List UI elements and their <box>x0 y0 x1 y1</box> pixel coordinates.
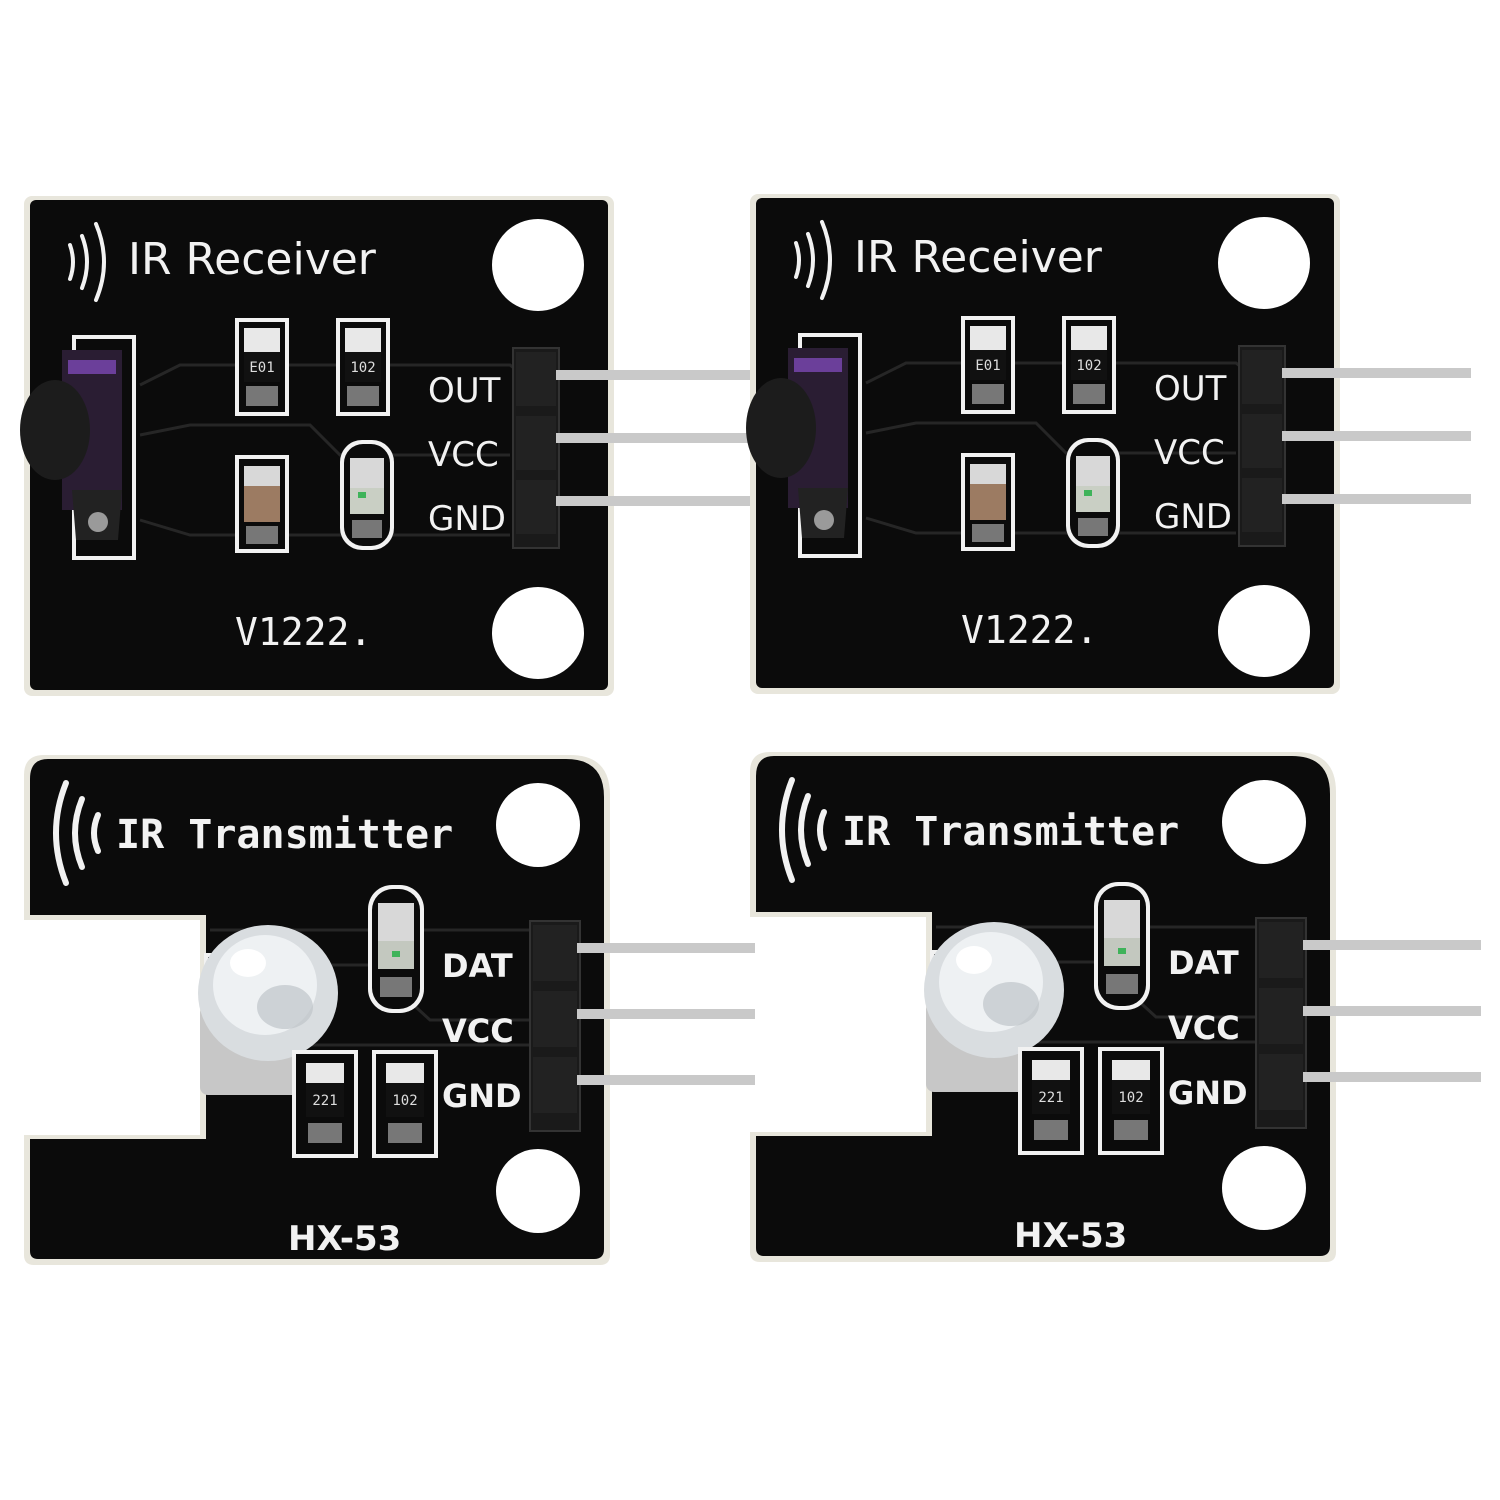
pin-header <box>512 347 755 549</box>
ir-receiver-board-1: IR Receiver <box>20 196 755 696</box>
smd-led <box>1094 882 1150 1010</box>
pin-label: VCC <box>442 1012 514 1050</box>
resistor-code: 221 <box>312 1093 337 1109</box>
pin-label: GND <box>1154 497 1232 537</box>
ir-led <box>924 922 1064 1092</box>
pin-label: OUT <box>428 371 501 411</box>
resistor-code: 102 <box>1118 1090 1143 1106</box>
smd-resistor-1: 221 <box>1018 1047 1084 1155</box>
resistor-code: 221 <box>1038 1090 1063 1106</box>
module-title: IR Transmitter <box>842 809 1179 855</box>
ir-receiver-sensor <box>746 333 862 558</box>
smd-resistor-1: 221 <box>292 1050 358 1158</box>
pin-header <box>1238 345 1471 547</box>
signal-waves-icon <box>53 780 101 886</box>
smd-led <box>368 885 424 1013</box>
mounting-hole <box>496 1149 580 1233</box>
resistor-code: 102 <box>1076 358 1101 374</box>
pin-header <box>529 920 755 1132</box>
mounting-hole <box>492 587 584 679</box>
resistor-code: 102 <box>392 1093 417 1109</box>
signal-waves-icon <box>794 220 832 300</box>
pin-label: GND <box>428 499 506 539</box>
board-version: V1222. <box>961 608 1098 652</box>
mounting-hole <box>496 783 580 867</box>
board <box>30 200 608 690</box>
ir-transmitter-board-1: IR Transmitter <box>24 755 755 1265</box>
mounting-hole <box>1222 780 1306 864</box>
smd-capacitor <box>961 453 1015 551</box>
pin-label: VCC <box>1154 433 1225 473</box>
module-title: IR Transmitter <box>116 812 453 858</box>
smd-led <box>340 440 394 550</box>
pin-header <box>1255 917 1481 1129</box>
ir-receiver-board-2: IR Receiver E01 <box>746 194 1471 694</box>
ir-transmitter-board-2: IR Transmitter <box>750 752 1481 1262</box>
resistor-code: E01 <box>249 360 274 376</box>
smd-resistor-2: 102 <box>336 318 390 416</box>
board <box>756 198 1334 688</box>
pin-label: DAT <box>1168 944 1239 982</box>
board-version: HX-53 <box>1014 1216 1127 1256</box>
board-version: HX-53 <box>288 1219 401 1259</box>
ir-transmitter-module-2: IR Transmitter <box>736 742 1496 1302</box>
ir-receiver-module-1: IR Receiver <box>10 190 770 750</box>
smd-led <box>1066 438 1120 548</box>
module-title: IR Receiver <box>854 232 1103 283</box>
pin-label: GND <box>442 1077 522 1115</box>
mounting-hole <box>492 219 584 311</box>
mounting-hole <box>1218 217 1310 309</box>
smd-resistor-2: 102 <box>372 1050 438 1158</box>
mounting-hole <box>1222 1146 1306 1230</box>
pin-label: VCC <box>1168 1009 1240 1047</box>
smd-resistor-2: 102 <box>1098 1047 1164 1155</box>
resistor-code: E01 <box>975 358 1000 374</box>
pin-label: GND <box>1168 1074 1248 1112</box>
pin-label: DAT <box>442 947 513 985</box>
board-version: V1222. <box>235 610 372 654</box>
ir-transmitter-module-1: IR Transmitter <box>10 745 770 1305</box>
signal-waves-icon <box>68 222 106 302</box>
pin-label: VCC <box>428 435 499 475</box>
smd-resistor-2: 102 <box>1062 316 1116 414</box>
ir-receiver-module-2: IR Receiver E01 <box>736 188 1496 748</box>
module-title: IR Receiver <box>128 234 377 285</box>
smd-resistor-1: E01 <box>235 318 289 416</box>
smd-capacitor <box>235 455 289 553</box>
ir-receiver-sensor <box>20 335 136 560</box>
smd-resistor-1: E01 <box>961 316 1015 414</box>
mounting-hole <box>1218 585 1310 677</box>
resistor-code: 102 <box>350 360 375 376</box>
signal-waves-icon <box>779 777 827 883</box>
pin-label: OUT <box>1154 369 1227 409</box>
ir-led <box>198 925 338 1095</box>
